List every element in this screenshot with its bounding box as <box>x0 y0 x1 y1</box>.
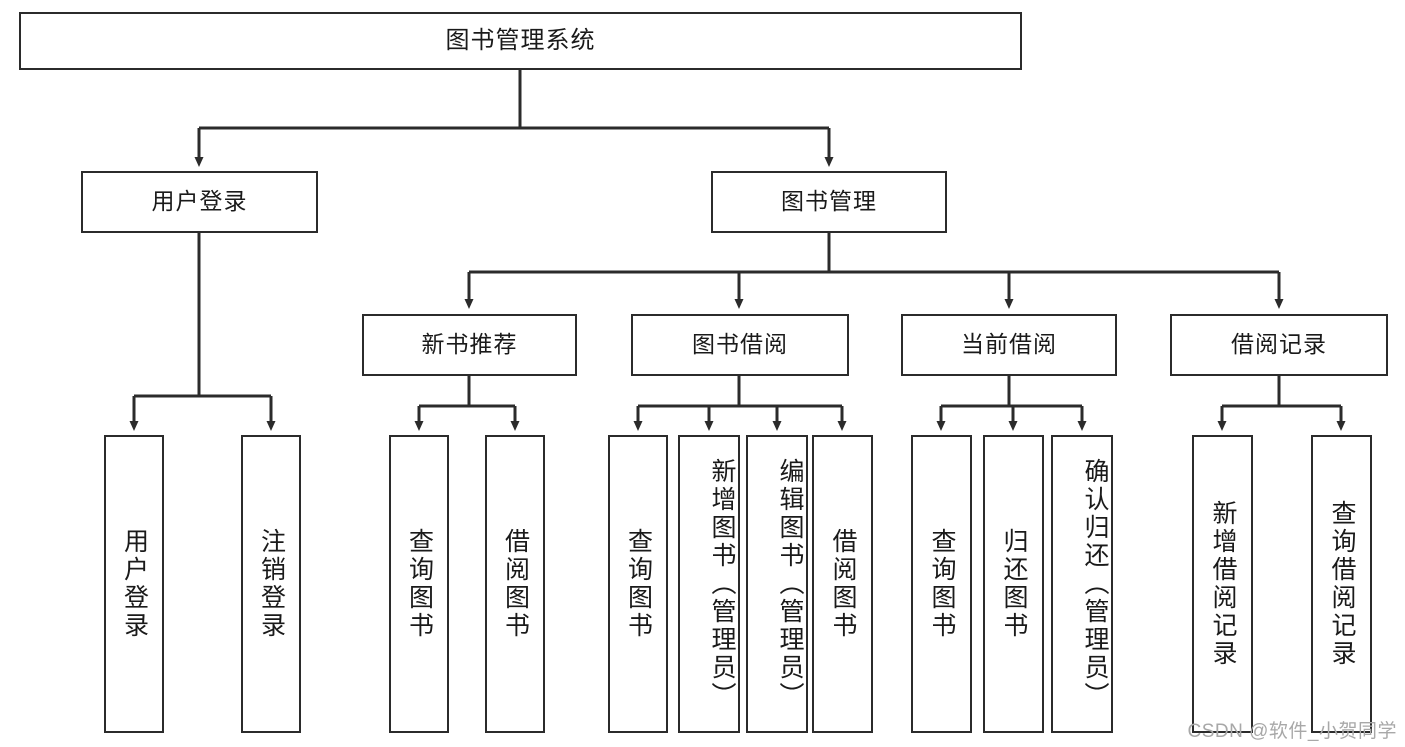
node-current-borrow[interactable]: 当前借阅 <box>901 314 1117 376</box>
node-new-book-rec-label: 新书推荐 <box>421 331 518 358</box>
node-leaf-edit-book[interactable]: 编辑图书（管理员） <box>746 435 808 733</box>
node-user-login[interactable]: 用户登录 <box>81 171 318 233</box>
node-leaf-query-record[interactable]: 查询借阅记录 <box>1311 435 1372 733</box>
csdn-watermark: CSDN @软件_小贺同学 <box>1187 721 1397 742</box>
node-leaf-borrow-book-2-label: 借阅图书 <box>829 528 857 640</box>
node-borrow-record[interactable]: 借阅记录 <box>1170 314 1388 376</box>
node-current-borrow-label: 当前借阅 <box>961 331 1057 358</box>
node-leaf-query-book-2[interactable]: 查询图书 <box>608 435 668 733</box>
node-leaf-edit-book-label: 编辑图书（管理员） <box>776 458 804 710</box>
node-leaf-add-record[interactable]: 新增借阅记录 <box>1192 435 1253 733</box>
node-leaf-borrow-book-2[interactable]: 借阅图书 <box>812 435 873 733</box>
node-leaf-add-book-label: 新增图书（管理员） <box>708 458 736 710</box>
node-leaf-confirm-return[interactable]: 确认归还（管理员） <box>1051 435 1113 733</box>
node-leaf-borrow-book-1[interactable]: 借阅图书 <box>485 435 545 733</box>
node-new-book-rec[interactable]: 新书推荐 <box>362 314 577 376</box>
node-leaf-query-book-3-label: 查询图书 <box>928 528 956 640</box>
node-book-borrow-label: 图书借阅 <box>692 331 788 358</box>
node-leaf-query-book-1[interactable]: 查询图书 <box>389 435 449 733</box>
node-borrow-record-label: 借阅记录 <box>1231 331 1327 358</box>
node-leaf-return-book-label: 归还图书 <box>1000 528 1028 640</box>
node-leaf-return-book[interactable]: 归还图书 <box>983 435 1044 733</box>
node-leaf-user-login[interactable]: 用户登录 <box>104 435 164 733</box>
node-leaf-query-book-1-label: 查询图书 <box>405 528 434 640</box>
node-user-login-label: 用户登录 <box>151 188 248 215</box>
node-root[interactable]: 图书管理系统 <box>19 12 1022 70</box>
node-leaf-query-book-3[interactable]: 查询图书 <box>911 435 972 733</box>
node-leaf-add-book[interactable]: 新增图书（管理员） <box>678 435 740 733</box>
node-leaf-query-record-label: 查询借阅记录 <box>1328 500 1356 668</box>
node-leaf-borrow-book-1-label: 借阅图书 <box>501 528 530 640</box>
node-leaf-add-record-label: 新增借阅记录 <box>1209 500 1237 668</box>
node-book-borrow[interactable]: 图书借阅 <box>631 314 849 376</box>
node-root-label: 图书管理系统 <box>445 26 596 54</box>
node-book-manage[interactable]: 图书管理 <box>711 171 947 233</box>
node-leaf-logout-label: 注销登录 <box>257 528 286 640</box>
node-leaf-query-book-2-label: 查询图书 <box>624 528 653 640</box>
node-leaf-user-login-label: 用户登录 <box>120 528 149 640</box>
node-leaf-confirm-return-label: 确认归还（管理员） <box>1081 458 1109 710</box>
node-leaf-logout[interactable]: 注销登录 <box>241 435 301 733</box>
node-book-manage-label: 图书管理 <box>781 188 877 215</box>
